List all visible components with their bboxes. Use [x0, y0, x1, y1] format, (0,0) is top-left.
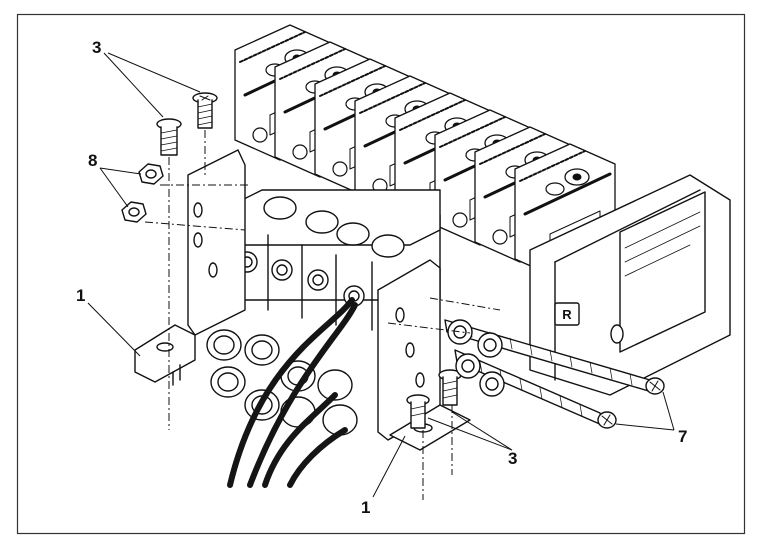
valve-manual-override — [292, 144, 308, 160]
right-mounting-bracket — [377, 259, 471, 451]
valve-indicator-dot — [572, 173, 582, 181]
screw-pair-top — [156, 92, 218, 156]
pneumatic-hoses — [227, 297, 358, 488]
valve-plate-edge — [279, 48, 346, 80]
valve-manual-override — [492, 229, 508, 245]
exhaust-port-cap — [554, 302, 580, 326]
valve-plate-edge — [399, 99, 466, 131]
valve-plate-edge — [239, 31, 306, 63]
valve-plate-edge — [479, 133, 546, 165]
valve-plate-edge — [359, 82, 426, 114]
front-fittings — [447, 319, 505, 397]
valve-plate-edge — [519, 150, 586, 182]
valve-manual-override — [332, 161, 348, 177]
callout-bracket-right: 1 — [361, 498, 370, 517]
screw-pair-bottom — [406, 369, 462, 429]
callout-nut: 8 — [88, 151, 97, 170]
callout-bracket-left: 1 — [76, 286, 85, 305]
valve-manual-override — [452, 212, 468, 228]
valve-plate-edge — [319, 65, 386, 97]
valve-plate-slot — [523, 172, 612, 216]
leader-lines — [87, 52, 675, 498]
exhaust-port-label: R — [562, 307, 572, 322]
valve-manual-override — [252, 127, 268, 143]
callout-tie-rod: 7 — [678, 427, 687, 446]
valve-plate-edge — [439, 116, 506, 148]
assembly-centerlines — [144, 130, 501, 500]
callout-screw-top: 3 — [92, 38, 101, 57]
end-plate-block — [529, 174, 731, 396]
valve-indicator-ring-2 — [545, 182, 565, 196]
callout-screw-bottom: 3 — [508, 449, 517, 468]
left-mounting-bracket — [134, 149, 246, 386]
